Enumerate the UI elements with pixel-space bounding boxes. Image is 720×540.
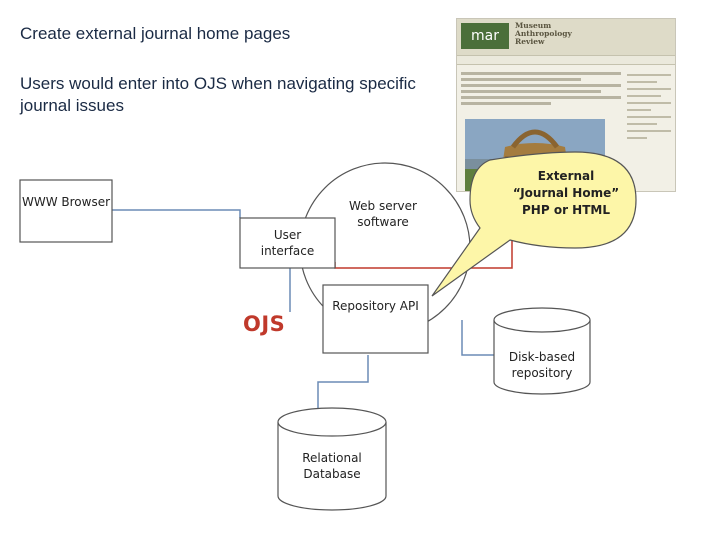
screenshot-journal-name: Museum Anthropology Review [515,21,572,46]
connector-api-to-db [317,355,369,408]
repository-api-box [322,284,429,354]
disk-repository-cylinder [493,307,591,395]
www-browser-box [19,179,113,243]
slide-title: Create external journal home pages [20,24,291,43]
screenshot-logo: mar [461,23,509,49]
relational-db-cylinder [277,407,387,511]
ojs-label: OJS [243,312,286,336]
disk-repository-label: Disk-based repository [508,350,576,380]
www-browser-label: WWW Browser [21,195,111,209]
user-interface-label: User interface [260,228,315,258]
connector-browser-to-ui [112,209,241,218]
external-journal-home-label: External “Journal Home” PHP or HTML [512,169,620,217]
screenshot-header: mar Museum Anthropology Review [457,19,675,55]
connector-api-to-disk [461,320,494,356]
external-journal-home-callout [431,151,637,297]
screenshot-text-block [461,69,621,108]
web-server-label: Web server software [349,199,417,229]
user-interface-box [239,217,336,269]
screenshot-nav-bar [457,55,675,65]
repository-api-label: Repository API [332,299,419,313]
relational-db-label: Relational Database [302,451,362,481]
screenshot-sidebar [627,69,671,144]
slide-subtitle: Users would enter into OJS when navigati… [20,74,416,115]
